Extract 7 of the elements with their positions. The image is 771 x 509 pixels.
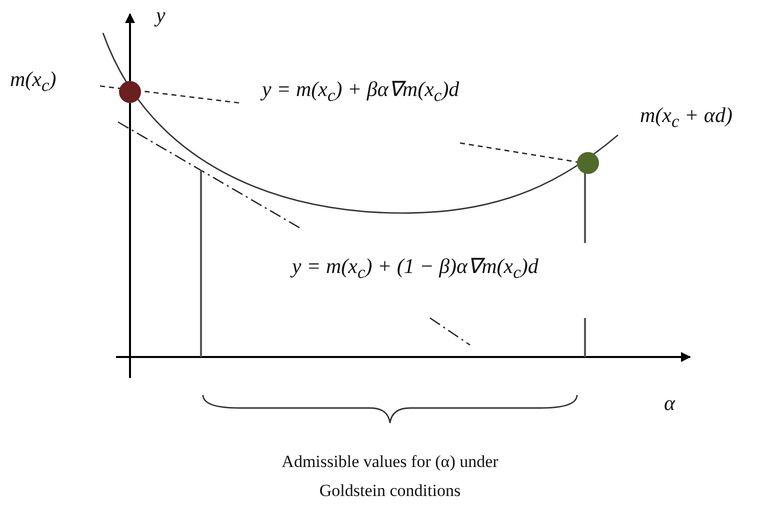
line-equation: y = m(x$_{c}$) + (1 − β)α∇m(x$_{c}$)d	[292, 255, 538, 282]
point-label: m(x$_{c}$ + αd)	[640, 104, 732, 132]
line-equation: y = m(x$_{c}$) + βα∇m(x$_{c}$)d	[262, 78, 460, 106]
point-label: m(x$_{c}$)	[10, 68, 56, 96]
caption-text: Admissible values for (α) under Goldstein conditions	[280, 451, 500, 502]
axis-label: α	[664, 392, 676, 416]
axis-label: y	[156, 4, 166, 28]
